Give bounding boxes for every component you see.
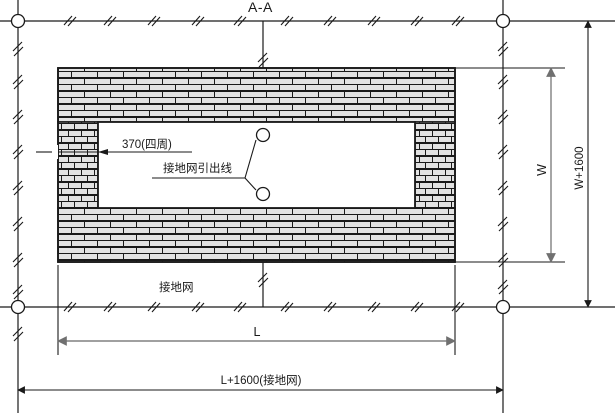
dimension-L: L — [57, 265, 456, 355]
dim-L-label: L — [254, 325, 261, 339]
leader-branch-upper — [244, 139, 257, 179]
node-lead-out-upper — [255, 127, 271, 143]
wall-top — [57, 67, 456, 123]
wall-right — [414, 121, 456, 209]
dim-L-1600-label: L+1600(接地网) — [221, 374, 302, 387]
dim-W-label: W — [535, 164, 549, 176]
ground-grid-label: 接地网 — [159, 281, 194, 294]
node-corner-top-left — [10, 13, 26, 29]
dimension-W: W — [455, 67, 565, 263]
wall-bottom — [57, 207, 456, 263]
lead-out-annotation: 接地网引出线 — [152, 139, 257, 191]
wall-thickness-dimension: 370(四周) — [36, 138, 192, 159]
node-lead-out-lower — [255, 186, 271, 202]
wall-outer-outline — [57, 67, 456, 263]
dim-W-1600-label: W+1600 — [574, 146, 586, 189]
dimension-W-1600: W+1600 — [574, 20, 592, 308]
node-corner-bottom-left — [10, 299, 26, 315]
node-corner-top-right — [495, 13, 511, 29]
dimension-L-1600: L+1600(接地网) — [17, 374, 504, 394]
page-title: A-A — [248, 0, 273, 15]
wall-assembly — [57, 67, 456, 263]
wall-thickness-label: 370(四周) — [122, 138, 172, 151]
leader-branch-lower — [244, 177, 257, 191]
node-corner-bottom-right — [495, 299, 511, 315]
grid-ticks-left — [12, 41, 24, 342]
grid-node-circles — [10, 13, 511, 315]
thickness-arrow-right — [98, 149, 108, 155]
grid-ticks-top — [63, 15, 465, 27]
grid-ticks-bottom — [63, 301, 465, 313]
wall-left — [57, 121, 99, 209]
lead-out-label: 接地网引出线 — [163, 161, 232, 175]
grid-ticks-right — [497, 41, 509, 295]
